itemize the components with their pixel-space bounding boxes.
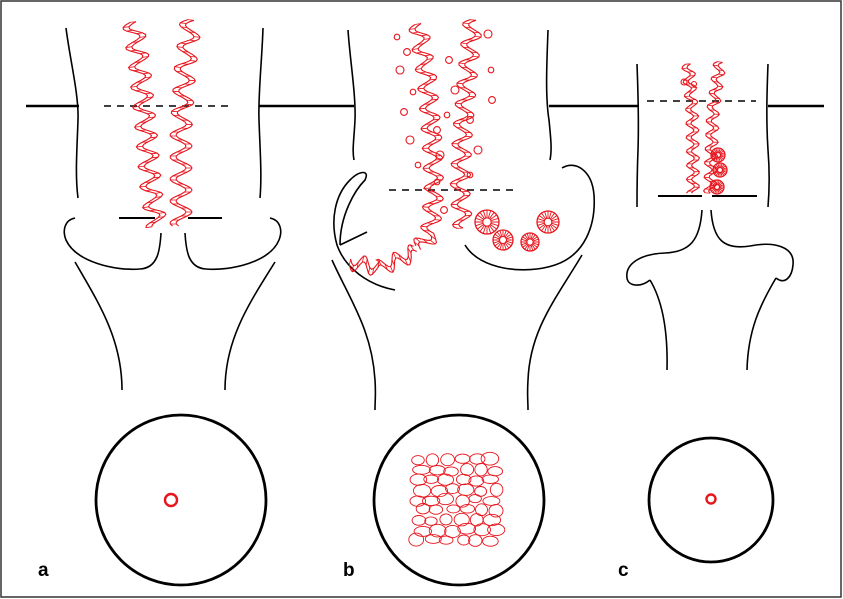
panel-b-cell-4-core <box>527 239 533 245</box>
panel-b-mass-cell <box>441 454 455 466</box>
panel-b-coil-right-rings <box>450 20 481 229</box>
panel-a-left-wall <box>66 28 78 198</box>
panel-c-coil-left-wall-a <box>682 64 694 193</box>
panel-b-mass-cell <box>429 466 445 475</box>
panel-b-mass-cell <box>412 516 426 526</box>
panel-b-mass-cell <box>458 535 470 545</box>
panel-c-lower-body <box>627 210 793 370</box>
panel-b-mass-cell <box>455 454 470 463</box>
panel-b-bubble <box>404 49 411 56</box>
panel-b-cell-1-core <box>483 218 491 226</box>
panel-b-bubble <box>441 207 448 214</box>
panel-b-mass-cell <box>490 483 503 496</box>
panel-b-bubble <box>489 97 496 104</box>
panel-a-cross-section-lumen <box>165 494 177 506</box>
panel-b-mass-cell <box>414 484 431 497</box>
panel-b-mass-cell <box>488 467 503 476</box>
panel-a-label: a <box>38 560 49 581</box>
panel-c-cross-section-ring <box>649 438 773 562</box>
panel-b-bubble <box>451 86 459 94</box>
panel-b-mass-cell <box>412 456 425 465</box>
panel-b-mass-cell <box>425 517 437 525</box>
panel-b-mass-cell <box>410 496 426 506</box>
panel-a-cross-section-ring <box>96 415 266 585</box>
panel-b-mass-cell <box>447 505 460 513</box>
panel-b-mass-cell <box>458 484 474 496</box>
panel-b-coil-right-wall-a <box>450 20 475 229</box>
panel-b-mass-cell <box>475 463 487 476</box>
red-structures <box>123 20 727 547</box>
panel-b-bubble <box>484 30 492 38</box>
panel-a: a <box>26 28 354 585</box>
panel-b-mass-cell <box>458 523 476 534</box>
panel-b-mass-cell <box>426 454 438 466</box>
panel-b-mass-cell <box>469 495 481 503</box>
panel-c-cell-3-core <box>715 185 720 190</box>
panel-c-cell-2-core <box>718 168 723 173</box>
panel-b-bubble <box>401 109 408 116</box>
panel-b-cell-3-core <box>500 237 507 244</box>
panel-a-right-wall <box>259 28 263 198</box>
panel-b-bubble <box>406 136 414 144</box>
panel-b-bubble <box>434 127 441 134</box>
panel-c: c <box>618 64 824 581</box>
panel-b-cell-2-core <box>544 218 552 226</box>
panel-b-mass-cell <box>429 505 442 514</box>
panel-b-label: b <box>343 560 355 581</box>
panel-b-mass-cell <box>413 465 431 474</box>
panel-a-coil-right-wall-a <box>170 20 194 226</box>
panel-b-mass-cell <box>440 514 452 525</box>
panel-b-bubble <box>474 146 482 154</box>
panel-b-mass-cell <box>482 475 498 484</box>
panel-b-cross-section-ring <box>374 415 544 585</box>
panel-b-coil-right-wall-b <box>456 20 481 228</box>
panel-b-mass-cell <box>469 535 482 547</box>
panel-b-bubble <box>410 89 416 95</box>
panel-b-bubble <box>415 162 421 168</box>
panel-b-bubble <box>446 57 453 64</box>
panel-b-left-wall <box>348 30 355 160</box>
panel-b-bubble <box>394 34 400 40</box>
panel-b-mass-cell <box>461 464 474 476</box>
panel-b-bubble <box>444 112 450 118</box>
panel-c-left-wall <box>637 64 638 207</box>
panel-b-bubble <box>396 66 404 74</box>
panel-c-cross-section-lumen <box>707 495 716 504</box>
panel-b-stem-outline <box>332 255 582 410</box>
panel-b-mass-cell <box>444 467 459 476</box>
panel-b-coil-tail-rings <box>349 245 413 274</box>
panel-b-mass-cell <box>483 536 499 546</box>
panel-c-right-wall <box>767 64 769 207</box>
panel-b: b <box>332 30 638 585</box>
panel-b-mass-cell <box>481 452 499 465</box>
panel-b-mass-cell <box>424 475 439 483</box>
panel-b-bubble <box>488 67 494 73</box>
panel-c-label: c <box>618 560 629 581</box>
panel-b-right-wall <box>547 30 551 160</box>
panel-a-lower-body <box>64 218 280 390</box>
